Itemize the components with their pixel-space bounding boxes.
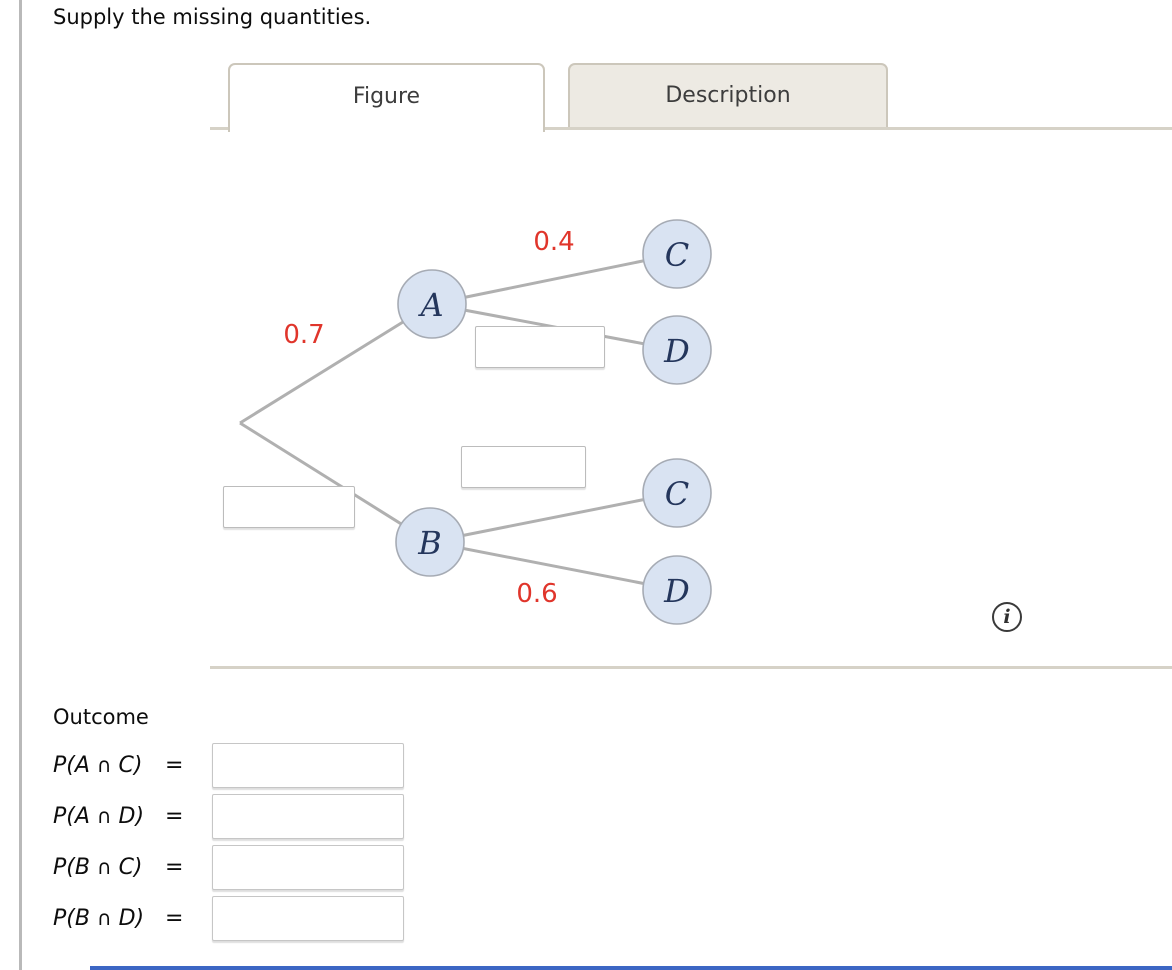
node-d-top-circle bbox=[642, 315, 712, 385]
outcome-input-a-c[interactable] bbox=[212, 743, 404, 788]
tab-figure[interactable]: Figure bbox=[228, 63, 545, 132]
left-border-line bbox=[19, 0, 22, 970]
prob-label-a-c: P(A ∩ C) bbox=[53, 753, 143, 778]
probability-label-a-c: 0.4 bbox=[533, 227, 574, 257]
edge-a-c bbox=[431, 252, 678, 306]
node-d-bottom-label: D bbox=[663, 572, 690, 610]
node-a-label: A bbox=[417, 286, 443, 324]
outcome-row-a-c: P(A ∩ C) = bbox=[53, 743, 473, 788]
node-c-top-circle bbox=[642, 219, 712, 289]
edge-root-b bbox=[239, 421, 431, 544]
probability-tree-figure: 0.7 0.4 0.6 A C D B C D bbox=[239, 219, 712, 625]
figure-input-root-b[interactable] bbox=[223, 486, 355, 528]
tab-description[interactable]: Description bbox=[568, 63, 888, 127]
node-a-circle bbox=[397, 269, 467, 339]
outcome-input-a-d[interactable] bbox=[212, 794, 404, 839]
node-c-bottom-label: C bbox=[665, 475, 689, 513]
node-b-label: B bbox=[417, 524, 442, 562]
outcome-heading: Outcome bbox=[53, 705, 149, 729]
node-b-circle bbox=[395, 507, 465, 577]
node-c-bottom-circle bbox=[642, 458, 712, 528]
node-d-top-label: D bbox=[663, 332, 690, 370]
figure-input-a-d[interactable] bbox=[475, 326, 605, 368]
prob-label-a-d: P(A ∩ D) bbox=[53, 804, 145, 829]
figure-input-b-c[interactable] bbox=[461, 446, 586, 488]
info-icon[interactable]: i bbox=[992, 602, 1022, 632]
outcome-input-b-d[interactable] bbox=[212, 896, 404, 941]
edge-b-d bbox=[429, 540, 678, 592]
tab-bar-divider bbox=[210, 127, 1172, 130]
bottom-accent-line bbox=[90, 966, 1172, 970]
equals-sign: = bbox=[165, 804, 184, 829]
outcome-input-b-c[interactable] bbox=[212, 845, 404, 890]
figure-bottom-divider bbox=[210, 666, 1172, 669]
node-d-bottom-circle bbox=[642, 555, 712, 625]
outcome-row-b-c: P(B ∩ C) = bbox=[53, 845, 473, 890]
equals-sign: = bbox=[165, 855, 184, 880]
edge-root-a bbox=[239, 302, 433, 425]
equals-sign: = bbox=[165, 906, 184, 931]
prob-label-b-d: P(B ∩ D) bbox=[53, 906, 145, 931]
node-c-top-label: C bbox=[665, 236, 689, 274]
outcome-row-b-d: P(B ∩ D) = bbox=[53, 896, 473, 941]
outcome-row-a-d: P(A ∩ D) = bbox=[53, 794, 473, 839]
edge-b-c bbox=[429, 491, 678, 544]
equals-sign: = bbox=[165, 753, 184, 778]
prob-label-b-c: P(B ∩ C) bbox=[53, 855, 143, 880]
probability-label-root-a: 0.7 bbox=[283, 320, 324, 350]
probability-label-b-d: 0.6 bbox=[516, 579, 557, 609]
page-title: Supply the missing quantities. bbox=[53, 5, 372, 29]
